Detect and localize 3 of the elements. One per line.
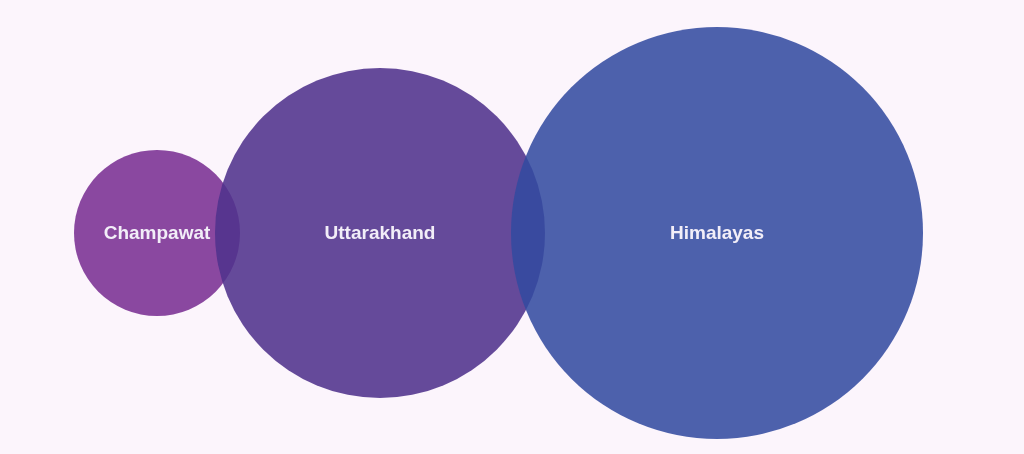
circle-label: Champawat: [103, 222, 211, 244]
circle-label: Uttarakhand: [324, 222, 436, 244]
circle-label: Himalayas: [670, 222, 764, 244]
